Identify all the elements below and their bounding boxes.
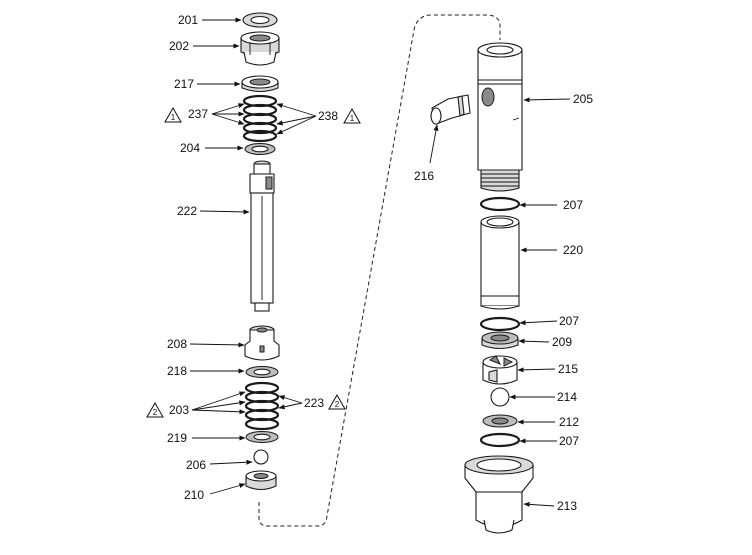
label-220: 220 [563, 243, 583, 257]
label-237: 237 [188, 107, 208, 121]
part-201-washer [242, 12, 278, 28]
part-218-gland [245, 366, 279, 378]
label-214: 214 [557, 390, 577, 404]
label-204: 204 [180, 141, 200, 155]
label-223: 223 [304, 396, 324, 410]
warning-triangle-237: 1 [164, 106, 182, 123]
warning-triangle-238: 1 [343, 107, 361, 124]
part-237-238-packings [242, 94, 278, 143]
part-203-223-packings [244, 381, 280, 431]
label-207-bottom: 207 [559, 434, 579, 448]
label-213: 213 [557, 499, 577, 513]
label-238: 238 [318, 109, 338, 123]
label-209: 209 [552, 335, 572, 349]
dashed-connector [258, 14, 501, 527]
warning-triangle-223: 2 [328, 393, 346, 410]
label-212: 212 [559, 415, 579, 429]
label-215: 215 [558, 362, 578, 376]
label-219: 219 [167, 431, 187, 445]
part-207-o-ring-top [479, 196, 521, 212]
part-208-piston [244, 325, 280, 361]
part-207-o-ring-middle [479, 316, 521, 332]
part-216-fitting [430, 94, 471, 125]
part-213-intake-housing [464, 455, 534, 534]
label-222: 222 [177, 204, 197, 218]
part-214-ball [490, 387, 510, 407]
part-209-seal [481, 331, 519, 350]
part-220-sleeve [480, 215, 520, 310]
part-202-packing-nut [240, 31, 280, 66]
part-205-cylinder [477, 42, 523, 192]
label-210: 210 [184, 488, 204, 502]
svg-text:2: 2 [153, 408, 158, 417]
label-207-middle: 207 [559, 314, 579, 328]
svg-text:1: 1 [171, 113, 176, 122]
part-206-ball [253, 449, 269, 465]
svg-text:2: 2 [335, 400, 340, 409]
label-201: 201 [178, 13, 198, 27]
label-206: 206 [186, 458, 206, 472]
label-208: 208 [167, 337, 187, 351]
part-222-displacement-rod [249, 160, 275, 312]
svg-text:1: 1 [350, 114, 355, 123]
part-212-seat [482, 414, 518, 428]
part-215-valve-housing [482, 355, 518, 385]
label-216: 216 [414, 169, 434, 183]
part-207-o-ring-bottom [479, 432, 521, 448]
label-218: 218 [167, 364, 187, 378]
label-207-top: 207 [563, 198, 583, 212]
label-205: 205 [573, 92, 593, 106]
label-202: 202 [169, 39, 189, 53]
label-217: 217 [174, 77, 194, 91]
warning-triangle-203: 2 [146, 401, 164, 418]
part-219-adapter [245, 431, 279, 443]
part-204-adapter [244, 143, 276, 155]
label-203: 203 [169, 403, 189, 417]
part-217-gland [241, 75, 279, 93]
part-labels: 201 202 217 237 238 204 222 208 218 203 … [167, 13, 593, 513]
leader-lines [189, 17, 571, 507]
part-210-piston-valve [245, 470, 277, 491]
